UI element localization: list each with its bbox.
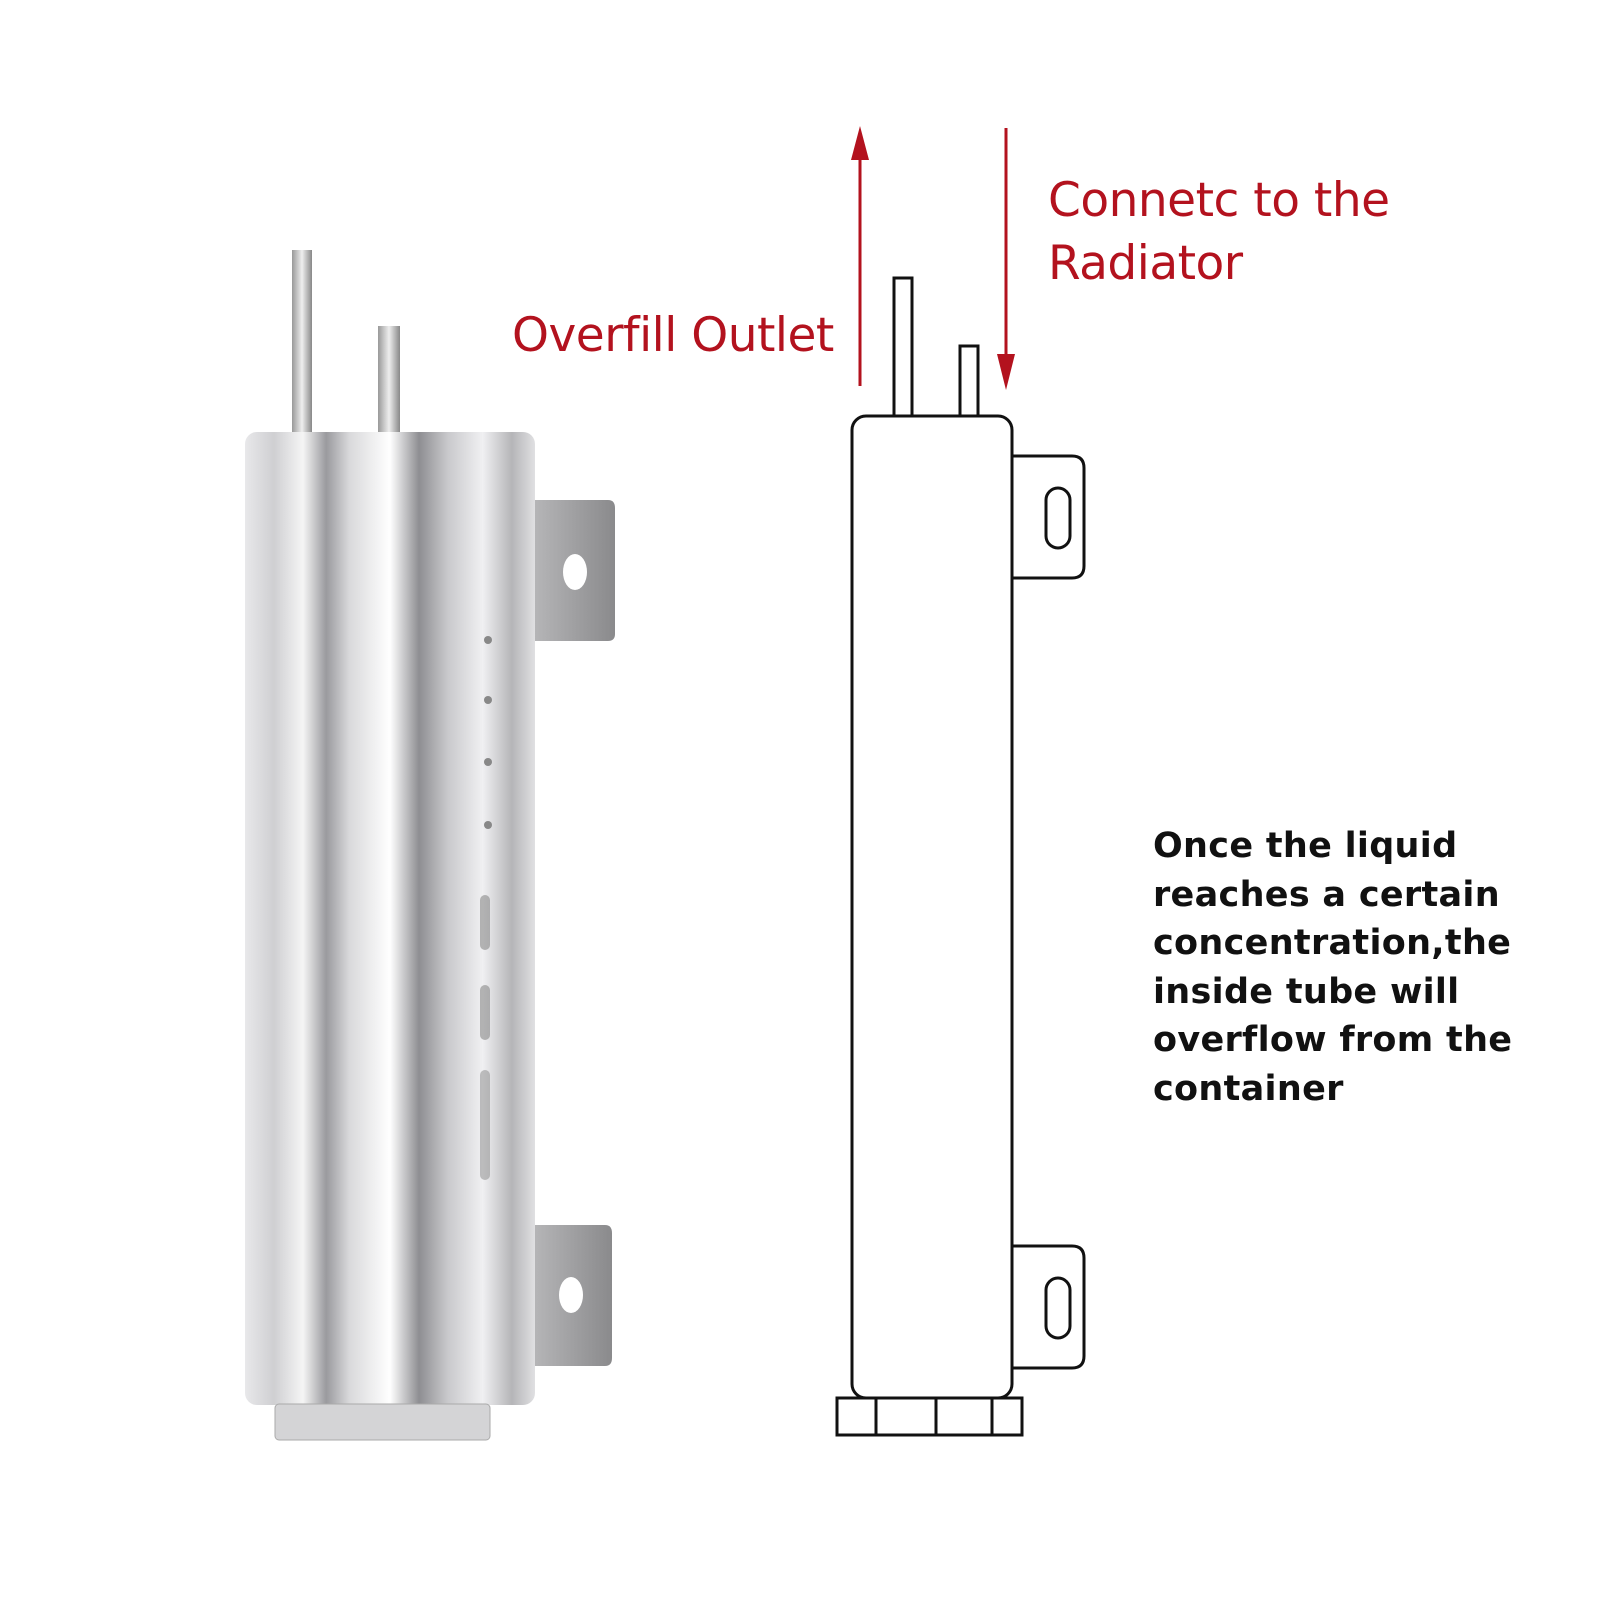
radiator-tube <box>378 326 400 435</box>
description-line: inside tube will <box>1153 971 1460 1012</box>
connect-radiator-label-line1: Connetc to the <box>1048 173 1390 228</box>
description-line: reaches a certain <box>1153 874 1500 915</box>
description-line: overflow from the <box>1153 1020 1513 1060</box>
overfill-outlet-label: Overfill Outlet <box>512 308 834 363</box>
description-text: Once the liquid reaches a certain concen… <box>1153 822 1573 1113</box>
overfill-tube <box>292 250 312 435</box>
connect-radiator-label-line2: Radiator <box>1048 236 1243 291</box>
tank-schematic <box>835 276 1086 1437</box>
description-line: concentration,the <box>1153 923 1512 963</box>
description-line: Once the liquid <box>1153 826 1458 866</box>
drain-cap <box>274 1403 491 1441</box>
tank-body <box>245 432 535 1405</box>
flow-arrows <box>851 126 1015 390</box>
description-line: container <box>1153 1068 1344 1109</box>
tank-photo <box>245 250 615 1441</box>
